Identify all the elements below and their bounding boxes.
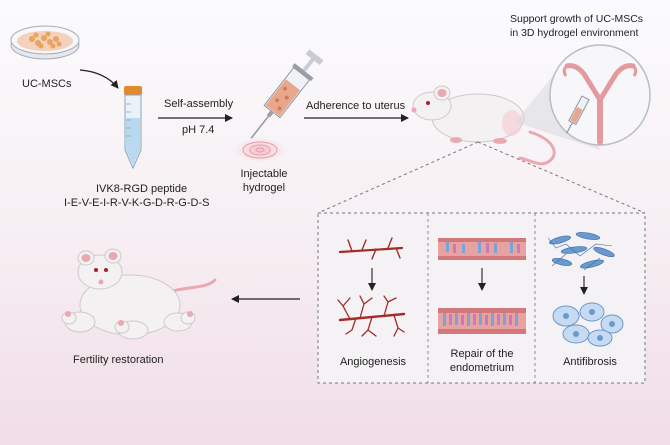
healthy-cells-icon bbox=[552, 302, 624, 347]
endometrium-repaired-icon bbox=[438, 308, 526, 334]
label-hydrogel: hydrogel bbox=[242, 182, 286, 194]
label-support-line1: Support growth of UC-MSCs bbox=[510, 13, 644, 25]
label-support-line2: in 3D hydrogel environment bbox=[510, 27, 639, 39]
arrow-to-tube bbox=[79, 69, 119, 89]
mouse-family-icon bbox=[61, 248, 217, 340]
label-self-assembly: Self-assembly bbox=[164, 98, 234, 110]
label-adherence: Adherence to uterus bbox=[306, 100, 406, 112]
label-repair-line1: Repair of the bbox=[450, 348, 514, 360]
syringe-icon bbox=[250, 49, 324, 139]
uterus-icon bbox=[549, 44, 651, 146]
fibroblast-icon bbox=[547, 232, 615, 271]
label-ucmsc: UC-MSCs bbox=[22, 78, 72, 90]
dashed-guide-right bbox=[477, 141, 646, 214]
label-antifibrosis: Antifibrosis bbox=[563, 356, 617, 368]
dashed-guide-left bbox=[317, 141, 479, 214]
label-ph: pH 7.4 bbox=[182, 124, 215, 136]
label-peptide-sequence: I-E-V-E-I-R-V-K-G-D-R-G-D-S bbox=[64, 197, 210, 209]
centrifuge-tube-icon bbox=[124, 86, 142, 170]
petri-dish-icon bbox=[10, 25, 80, 60]
label-angiogenesis: Angiogenesis bbox=[339, 356, 407, 368]
label-fertility: Fertility restoration bbox=[73, 354, 164, 366]
hydrogel-spiral-icon bbox=[234, 138, 286, 162]
label-peptide-name: IVK8-RGD peptide bbox=[96, 183, 188, 195]
endometrium-icon bbox=[438, 238, 526, 260]
vessel-icon bbox=[338, 237, 404, 260]
label-repair-line2: endometrium bbox=[449, 362, 515, 374]
label-injectable: Injectable bbox=[240, 168, 288, 180]
vessel-branched-icon bbox=[337, 295, 406, 337]
